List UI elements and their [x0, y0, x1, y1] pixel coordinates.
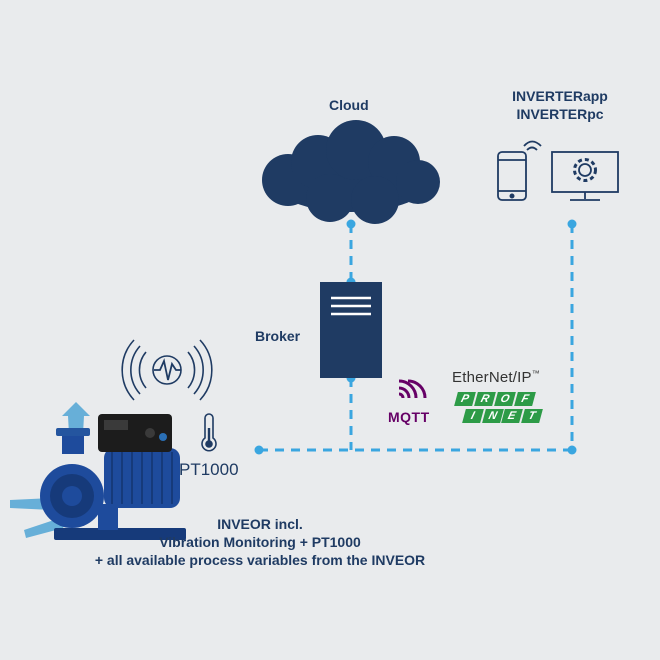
ethernet-ip-logo: EtherNet/IP™: [452, 369, 540, 386]
node-bus-left: [254, 445, 264, 455]
cloud-label: Cloud: [329, 97, 369, 113]
node-bus-right: [567, 445, 577, 455]
app-label-line1: INVERTERapp: [512, 88, 608, 104]
profinet-letter: R: [474, 392, 496, 406]
smartphone-icon: [497, 140, 542, 201]
caption-line2: Vibration Monitoring + PT1000: [159, 534, 361, 550]
profinet-letter: T: [520, 409, 542, 423]
inveor-caption: INVEOR incl. Vibration Monitoring + PT10…: [60, 515, 460, 569]
caption-line3: + all available process variables from t…: [94, 552, 426, 568]
profinet-row-2: I N E T: [462, 409, 542, 423]
connection-lines: [259, 224, 574, 452]
profinet-letter: N: [481, 409, 503, 423]
pt1000-label: PT1000: [179, 460, 239, 479]
profinet-letter: E: [501, 409, 523, 423]
app-label-line2: INVERTERpc: [516, 106, 604, 122]
profinet-letter: P: [454, 392, 476, 406]
profinet-letter: F: [514, 392, 536, 406]
ethernet-ip-mark: ™: [531, 369, 540, 378]
mqtt-logo: [398, 379, 427, 399]
ethernet-ip-text: EtherNet/IP: [452, 369, 532, 386]
vibration-sensor-icon: [121, 339, 213, 401]
broker-server-icon: [320, 282, 382, 378]
profinet-letter: I: [462, 409, 484, 423]
cloud-icon: [262, 120, 440, 224]
profinet-row-1: P R O F: [454, 392, 540, 406]
monitor-gear-icon: [551, 151, 619, 201]
caption-line1: INVEOR incl.: [217, 516, 303, 532]
mqtt-label: MQTT: [388, 409, 430, 425]
broker-label: Broker: [255, 328, 301, 344]
pump-motor-icon: [10, 402, 186, 540]
apps-label: INVERTERapp INVERTERpc: [510, 87, 610, 123]
thermometer-icon: [201, 413, 217, 452]
profinet-logo: P R O F I N E T: [454, 392, 542, 426]
profinet-letter: O: [494, 392, 516, 406]
node-cloud: [346, 219, 356, 229]
node-app: [567, 219, 577, 229]
